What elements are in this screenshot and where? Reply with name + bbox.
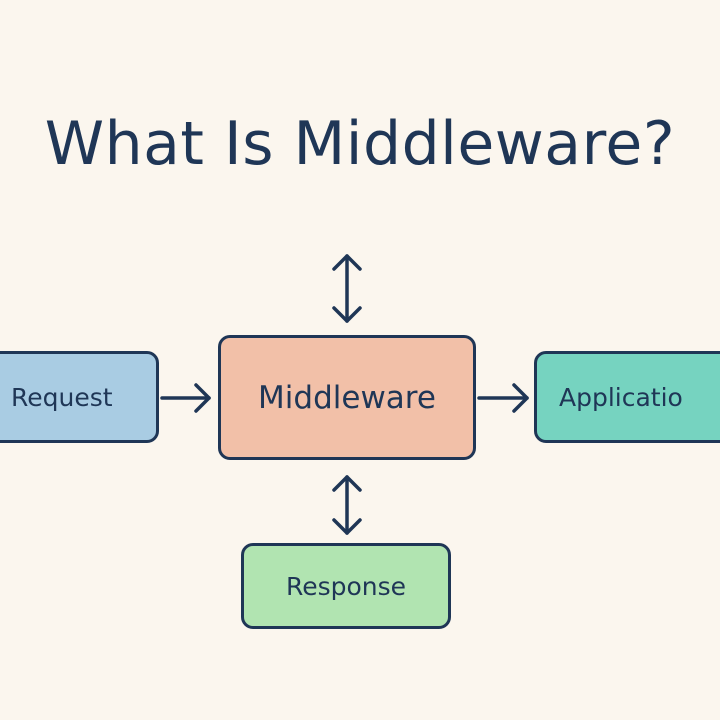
top-bidirectional-arrow — [332, 254, 362, 323]
middleware-node: Middleware — [218, 335, 476, 460]
request-label: Request — [11, 382, 113, 412]
response-node: Response — [241, 543, 451, 629]
application-node: Applicatio — [534, 351, 720, 443]
diagram-title: What Is Middleware? — [44, 109, 676, 179]
request-node: Request — [0, 351, 159, 443]
application-label: Applicatio — [559, 382, 683, 412]
middleware-to-application-arrow — [477, 383, 529, 413]
response-label: Response — [285, 571, 407, 601]
request-to-middleware-arrow — [160, 383, 211, 413]
middleware-label: Middleware — [258, 379, 436, 416]
bottom-bidirectional-arrow — [332, 475, 362, 535]
